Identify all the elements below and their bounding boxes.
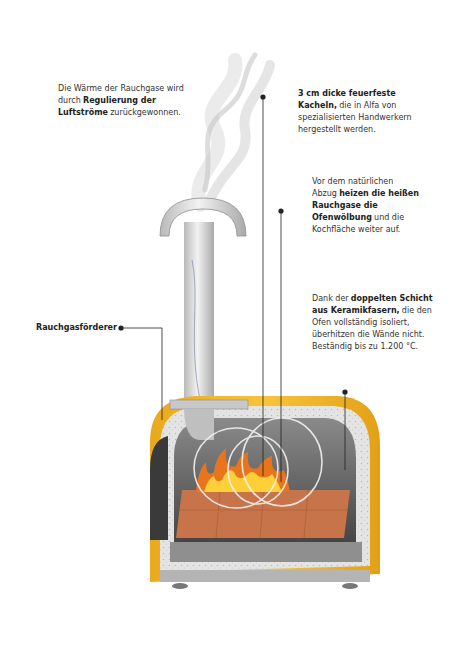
callout-text: 3 cm dicke feuerfeste Kacheln,die in Alf…: [298, 88, 434, 136]
foot: [342, 583, 358, 589]
smoke-trace: [192, 260, 200, 400]
ceramic-insulation: [160, 406, 370, 572]
chimney-pipe: [184, 222, 214, 402]
oven-base: [170, 542, 362, 562]
chimney-flange: [170, 400, 248, 409]
callout-text: Dank derdoppelten Schicht aus Keramikfas…: [312, 293, 444, 353]
foot: [172, 583, 188, 589]
callout-text: Die Wärme der Rauchgase wird durchReguli…: [58, 83, 198, 119]
cooking-floor: [176, 490, 350, 538]
callout-note: zurückgewonnen.: [110, 108, 181, 117]
chimney-hood: [160, 198, 246, 236]
flue-gas-rings: [194, 418, 322, 508]
oven-shell: [150, 396, 380, 582]
callout-highlight: Rauchgasförderer: [36, 323, 117, 332]
oven-opening: [150, 436, 168, 540]
base-plate: [160, 570, 370, 582]
callout-text: Vor dem natürlichen Abzugheizen die heiß…: [312, 176, 440, 236]
callout-note: Dank der: [312, 294, 349, 303]
callout-text: Rauchgasförderer: [36, 322, 120, 334]
leader-lines: [121, 97, 345, 482]
flue-collector: [184, 409, 214, 440]
smoke: [198, 55, 270, 205]
